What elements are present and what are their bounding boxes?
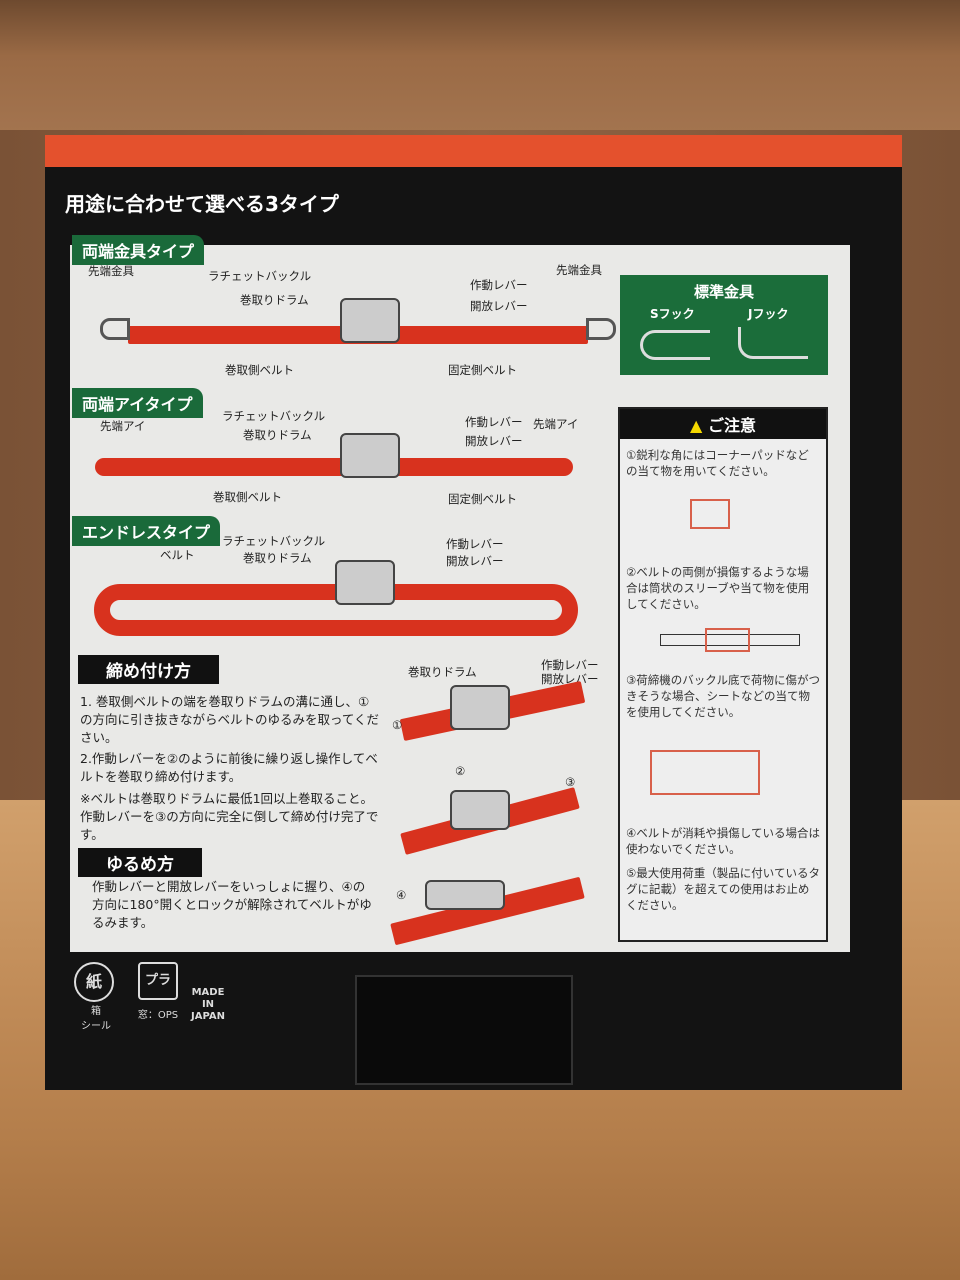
label: 作動レバー (465, 415, 523, 429)
plastic-mark: プラ (138, 962, 178, 1000)
label: 開放レバー (470, 299, 528, 313)
corner-pad-illustration (620, 479, 826, 564)
label: 作動レバー (446, 537, 504, 551)
step-number: ③ (565, 775, 576, 789)
step-number: ② (455, 764, 466, 778)
label: ベルト (160, 548, 195, 562)
orange-band (45, 135, 902, 167)
background-wall (0, 0, 960, 140)
label: 先端アイ (100, 419, 146, 433)
sleeve-illustration (620, 612, 826, 672)
label: 開放レバー (465, 434, 523, 448)
j-hook-label: Jフック (748, 307, 789, 321)
caution-item: ①鋭利な角にはコーナーパッドなどの当て物を用いてください。 (626, 448, 809, 478)
label: 固定側ベルト (448, 492, 517, 506)
plastic-recycle-logo: プラ 窓：OPS (134, 962, 182, 1021)
warning-icon: ▲ (690, 416, 703, 435)
caution-header: ▲ ご注意 (620, 409, 826, 439)
label: 開放レバー (541, 672, 599, 686)
caution-item: ④ベルトが消耗や損傷している場合は使わないでください。 (626, 826, 820, 856)
label: 先端金具 (88, 264, 134, 278)
caution-item: ②ベルトの両側が損傷するような場合は筒状のスリーブや当て物を使用してください。 (626, 565, 810, 611)
label: 巻取りドラム (243, 428, 312, 442)
step-number: ④ (396, 888, 407, 902)
sheet-illustration (620, 720, 826, 825)
headline: 用途に合わせて選べる3タイプ (65, 192, 339, 216)
label: 先端金具 (556, 263, 602, 277)
tighten-note: ※ベルトは巻取りドラムに最低1回以上巻取ること。作動レバーを③の方向に完全に倒し… (80, 791, 379, 842)
loosen-title: ゆるめ方 (78, 848, 202, 877)
caution-box: ▲ ご注意 ①鋭利な角にはコーナーパッドなどの当て物を用いてください。 ②ベルト… (618, 407, 828, 942)
type3-title: エンドレスタイプ (72, 516, 221, 546)
made-in-japan: MADE IN JAPAN (191, 987, 225, 1022)
caution-item: ③荷締機のバックル底で荷物に傷がつきそうな場合、シートなどの当て物を使用してくだ… (626, 673, 820, 719)
step-number: ① (392, 718, 403, 732)
hook-icon (100, 318, 130, 340)
label: 作動レバー (541, 658, 599, 672)
ratchet-icon (450, 685, 510, 730)
hardware-title: 標準金具 (693, 283, 754, 301)
tighten-step: 1. 巻取側ベルトの端を巻取りドラムの溝に通し、①の方向に引き抜きながらベルトの… (80, 694, 380, 745)
tighten-step: 2.作動レバーを②のように前後に繰り返し操作してベルトを巻取り締め付けます。 (80, 751, 378, 784)
belt (95, 458, 573, 476)
label: ラチェットバックル (222, 534, 326, 548)
paper-sub: 箱 シール (81, 1006, 111, 1032)
j-hook-icon (738, 327, 808, 359)
paper-mark: 紙 (74, 962, 114, 1002)
label: 巻取りドラム (408, 665, 477, 679)
type1-title: 両端金具タイプ (72, 235, 205, 265)
hook-icon (586, 318, 616, 340)
label: 先端アイ (533, 417, 579, 431)
label: 巻取りドラム (243, 551, 312, 565)
ratchet-icon (425, 880, 505, 910)
label: ラチェットバックル (222, 409, 326, 423)
loosen-text: 作動レバーと開放レバーをいっしょに握り、④の方向に180°開くとロックが解除され… (92, 879, 372, 930)
s-hook-label: Sフック (650, 307, 695, 321)
label: ラチェットバックル (208, 269, 312, 283)
ratchet-icon (335, 560, 395, 605)
ratchet-icon (340, 298, 400, 343)
tighten-title: 締め付け方 (78, 655, 219, 684)
hang-tab (355, 975, 573, 1085)
ratchet-icon (340, 433, 400, 478)
s-hook-icon (640, 330, 710, 360)
caution-title: ご注意 (707, 416, 756, 435)
label: 固定側ベルト (448, 363, 517, 377)
caution-item: ⑤最大使用荷重（製品に付いているタグに記載）を超えての使用はお止めください。 (626, 866, 820, 912)
label: 作動レバー (470, 278, 528, 292)
plastic-sub: 窓：OPS (137, 1010, 179, 1021)
label: 巻取側ベルト (213, 490, 282, 504)
type2-title: 両端アイタイプ (72, 388, 203, 418)
paper-recycle-logo: 紙 箱 シール (74, 962, 118, 1032)
label: 開放レバー (446, 554, 504, 568)
label: 巻取側ベルト (225, 363, 294, 377)
ratchet-icon (450, 790, 510, 830)
hardware-box: 標準金具 Sフック Jフック (620, 275, 828, 375)
label: 巻取りドラム (240, 293, 309, 307)
